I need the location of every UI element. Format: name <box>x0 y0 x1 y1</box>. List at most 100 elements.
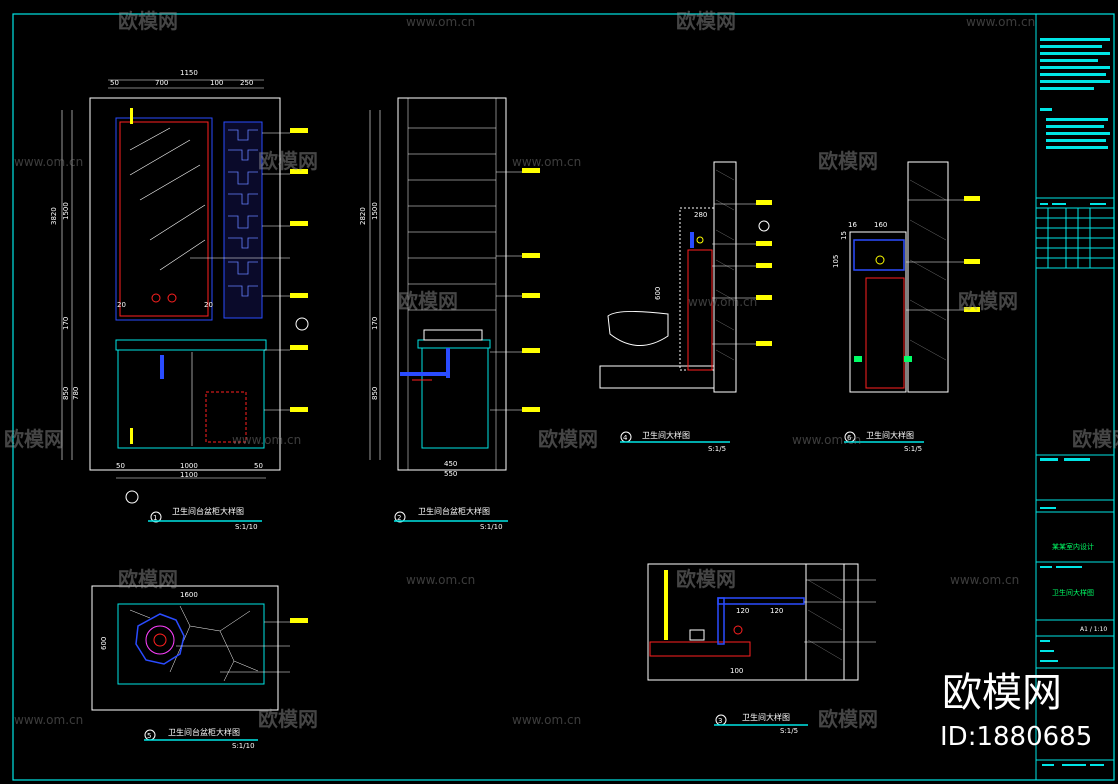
dim-v1-bot-total: 1100 <box>180 471 198 479</box>
dim-v2-left-d: 850 <box>371 387 379 400</box>
section-marker-v1-b <box>125 490 139 504</box>
dim-v1-bot-c: 50 <box>254 462 263 470</box>
dim-v1-top-total: 1150 <box>180 69 198 77</box>
view-5-caption: 5 卫生间台盆柜大样图 S:1/10 <box>144 727 258 750</box>
watermark-url: www.om.cn <box>792 433 861 447</box>
dim-v1-bot-a: 50 <box>116 462 125 470</box>
corner-brand-logo: 欧模网 <box>942 670 1062 716</box>
title-block-company: 某某室内设计 <box>1052 542 1094 551</box>
drawing-border <box>12 13 1115 781</box>
view-4-caption: 6 卫生间大样图 S:1/5 <box>844 430 924 453</box>
dim-v1-top-a: 50 <box>110 79 119 87</box>
watermarks: 欧模网 www.om.cn 欧模网 www.om.cn www.om.cn 欧模… <box>4 9 1118 731</box>
dim-v2-bot-b: 550 <box>444 470 457 478</box>
view-6-title: 卫生间大样图 <box>742 712 790 722</box>
watermark-url: www.om.cn <box>512 713 581 727</box>
watermark-brand: 欧模网 <box>676 567 736 591</box>
watermark-url: www.om.cn <box>966 15 1035 29</box>
dim-v1-left-d: 850 <box>62 387 70 400</box>
view-5-scale: S:1/10 <box>232 742 255 750</box>
dim-v1-left-b: 3820 <box>50 207 58 225</box>
dim-v2-bot-a: 450 <box>444 460 457 468</box>
view-5-vanity-plan: 1600 600 <box>91 585 308 711</box>
dim-v6-c: 100 <box>730 667 743 675</box>
dim-v4-b: 160 <box>874 221 887 229</box>
watermark-url: www.om.cn <box>512 155 581 169</box>
decor-tile-panel <box>223 121 263 319</box>
view-1-scale: S:1/10 <box>235 523 258 531</box>
watermark-url: www.om.cn <box>950 573 1019 587</box>
view-5-number: 5 <box>147 732 151 740</box>
dim-v2-left-c: 170 <box>371 317 379 330</box>
view-6-scale: S:1/5 <box>780 727 798 735</box>
title-block: 某某室内设计 卫生间大样图 A1 / 1:10 <box>1036 38 1114 766</box>
view-2-number: 2 <box>397 514 401 522</box>
mirror-hatch <box>129 127 206 271</box>
view-1-number: 1 <box>153 514 157 522</box>
dim-v1-left-c: 170 <box>62 317 70 330</box>
section-marker-v1-a <box>295 317 309 331</box>
watermark-brand: 欧模网 <box>676 9 736 33</box>
view-3-title: 卫生间大样图 <box>642 430 690 440</box>
view-6-number: 3 <box>718 717 722 725</box>
dim-v2-left-b: 2820 <box>359 207 367 225</box>
title-block-sheet: A1 / 1:10 <box>1080 626 1107 633</box>
dim-v6-b: 120 <box>770 607 783 615</box>
view-4-section-detail: 16 160 105 15 <box>832 161 980 393</box>
dim-v1-top-b: 700 <box>155 79 168 87</box>
view-3-caption: 4 卫生间大样图 S:1/5 <box>620 430 730 453</box>
view-4-title: 卫生间大样图 <box>866 430 914 440</box>
dim-v3-a: 280 <box>694 211 707 219</box>
view-4-scale: S:1/5 <box>904 445 922 453</box>
watermark-brand: 欧模网 <box>118 567 178 591</box>
view-1-front-elevation: 1150 50 700 100 250 3820 1500 170 850 78… <box>50 69 309 504</box>
watermark-url: www.om.cn <box>406 573 475 587</box>
decor-tile-pattern <box>228 129 258 297</box>
view-6-detail-section: 120 120 100 <box>647 563 876 681</box>
watermark-url: www.om.cn <box>688 295 757 309</box>
watermark-brand: 欧模网 <box>258 149 318 173</box>
dim-v2-left-a: 1500 <box>371 202 379 220</box>
dim-v1-mirror-b: 20 <box>204 301 213 309</box>
dim-v1-mirror-a: 20 <box>117 301 126 309</box>
dim-v1-left-e: 780 <box>72 387 80 400</box>
view-6-caption: 3 卫生间大样图 S:1/5 <box>714 712 808 735</box>
dim-v3-b: 600 <box>654 287 662 300</box>
watermark-brand: 欧模网 <box>258 707 318 731</box>
watermark-url: www.om.cn <box>14 155 83 169</box>
view-1-caption: 1 卫生间台盆柜大样图 S:1/10 <box>148 506 262 531</box>
view-3-section-detail: 280 600 <box>599 161 772 393</box>
view-5-title: 卫生间台盆柜大样图 <box>168 727 240 737</box>
view-4-number: 6 <box>847 434 852 442</box>
watermark-brand: 欧模网 <box>958 289 1018 313</box>
dim-v1-top-d: 250 <box>240 79 253 87</box>
dim-v1-bot-b: 1000 <box>180 462 198 470</box>
view-2-side-elevation: 2820 1500 170 850 450 550 <box>359 97 540 478</box>
watermark-brand: 欧模网 <box>118 9 178 33</box>
watermark-brand: 欧模网 <box>1072 427 1118 451</box>
dim-v1-left-a: 1500 <box>62 202 70 220</box>
dim-v1-top-c: 100 <box>210 79 223 87</box>
view-1-title: 卫生间台盆柜大样图 <box>172 506 244 516</box>
watermark-brand: 欧模网 <box>818 707 878 731</box>
watermark-url: www.om.cn <box>406 15 475 29</box>
watermark-brand: 欧模网 <box>4 427 64 451</box>
view-2-title: 卫生间台盆柜大样图 <box>418 506 490 516</box>
title-block-drawing-name: 卫生间大样图 <box>1052 588 1094 597</box>
dim-v4-a: 16 <box>848 221 857 229</box>
watermark-brand: 欧模网 <box>818 149 878 173</box>
watermark-url: www.om.cn <box>232 433 301 447</box>
dim-v6-a: 120 <box>736 607 749 615</box>
dim-v4-c: 105 <box>832 255 840 268</box>
dim-v5-top: 1600 <box>180 591 198 599</box>
view-2-scale: S:1/10 <box>480 523 503 531</box>
view-1-tags <box>290 128 308 412</box>
watermark-brand: 欧模网 <box>538 427 598 451</box>
dim-v5-left: 600 <box>100 637 108 650</box>
view-1-leaders <box>190 132 290 411</box>
view-2-caption: 2 卫生间台盆柜大样图 S:1/10 <box>394 506 508 531</box>
watermark-url: www.om.cn <box>14 713 83 727</box>
view-3-number: 4 <box>623 434 628 442</box>
corner-brand-id: ID:1880685 <box>940 722 1092 752</box>
